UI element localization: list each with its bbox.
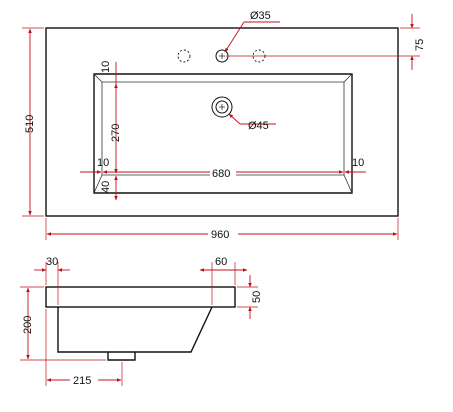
basin-outline xyxy=(45,27,399,217)
bowl-inner xyxy=(101,81,345,176)
bowl-width-label-bg xyxy=(210,166,236,179)
slab-thickness-label: 50 xyxy=(251,291,263,303)
tap-hole-leader xyxy=(224,21,245,53)
tap-offset-label: 75 xyxy=(414,39,426,51)
bowl-corner-tl xyxy=(93,73,103,83)
overall-width-label-bg xyxy=(208,227,238,241)
back-offset-label: 30 xyxy=(46,256,58,268)
countertop-slab xyxy=(45,286,236,308)
tap-hole-diameter-label: Ø35 xyxy=(250,10,271,22)
overall-depth-label: 510 xyxy=(24,115,36,133)
drain-diameter-label: Ø45 xyxy=(248,120,269,132)
drain-position-label: 215 xyxy=(73,375,91,387)
side-view: 30 60 50 200 215 xyxy=(20,256,263,387)
drain-position-label-bg xyxy=(70,373,98,387)
bowl-corner-tr xyxy=(343,73,353,83)
basin-body xyxy=(57,306,213,361)
bowl-depth-label: 270 xyxy=(110,124,122,142)
bowl-corner-bl xyxy=(93,174,103,194)
overall-width-label: 960 xyxy=(211,229,229,241)
front-offset-label: 60 xyxy=(215,256,227,268)
rim-back-label: 10 xyxy=(100,61,112,73)
top-view: Ø35 Ø45 960 510 75 10 270 680 xyxy=(22,10,426,241)
total-height-label: 200 xyxy=(22,316,34,334)
rim-right-label: 10 xyxy=(352,157,364,169)
bowl-corner-br xyxy=(343,174,353,194)
rim-front-label: 40 xyxy=(100,181,112,193)
tap-hole-left-icon xyxy=(177,49,191,63)
bowl-width-label: 680 xyxy=(212,168,230,180)
drain-leader xyxy=(228,113,241,125)
rim-left-label: 10 xyxy=(97,157,109,169)
